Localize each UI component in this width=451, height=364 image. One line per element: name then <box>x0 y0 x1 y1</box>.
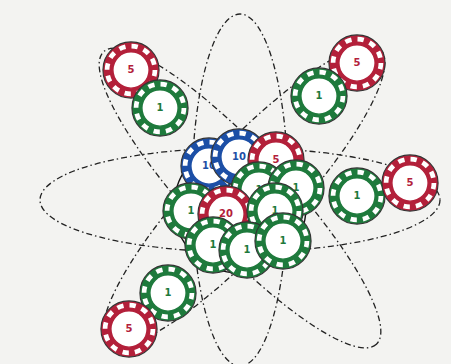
chip-ring <box>255 213 311 269</box>
chip-value: 1 <box>328 167 386 225</box>
chip-ring <box>132 80 188 136</box>
chip-value: 1 <box>290 67 348 125</box>
chip-value: 5 <box>381 154 439 212</box>
poker-chip: 5 <box>381 154 439 212</box>
orbit-ellipse <box>68 19 411 364</box>
chip-ring <box>291 68 347 124</box>
chip-ring <box>101 301 157 357</box>
chip-ring <box>382 155 438 211</box>
chip-value: 1 <box>131 79 189 137</box>
poker-chip: 1 <box>254 212 312 270</box>
chip-value: 5 <box>100 300 158 358</box>
poker-chip: 1 <box>290 67 348 125</box>
chip-ring <box>329 168 385 224</box>
poker-chip: 1 <box>131 79 189 137</box>
poker-chip: 1 <box>328 167 386 225</box>
orbit-ellipse <box>72 17 415 364</box>
chip-value: 1 <box>254 212 312 270</box>
poker-chip: 5 <box>100 300 158 358</box>
